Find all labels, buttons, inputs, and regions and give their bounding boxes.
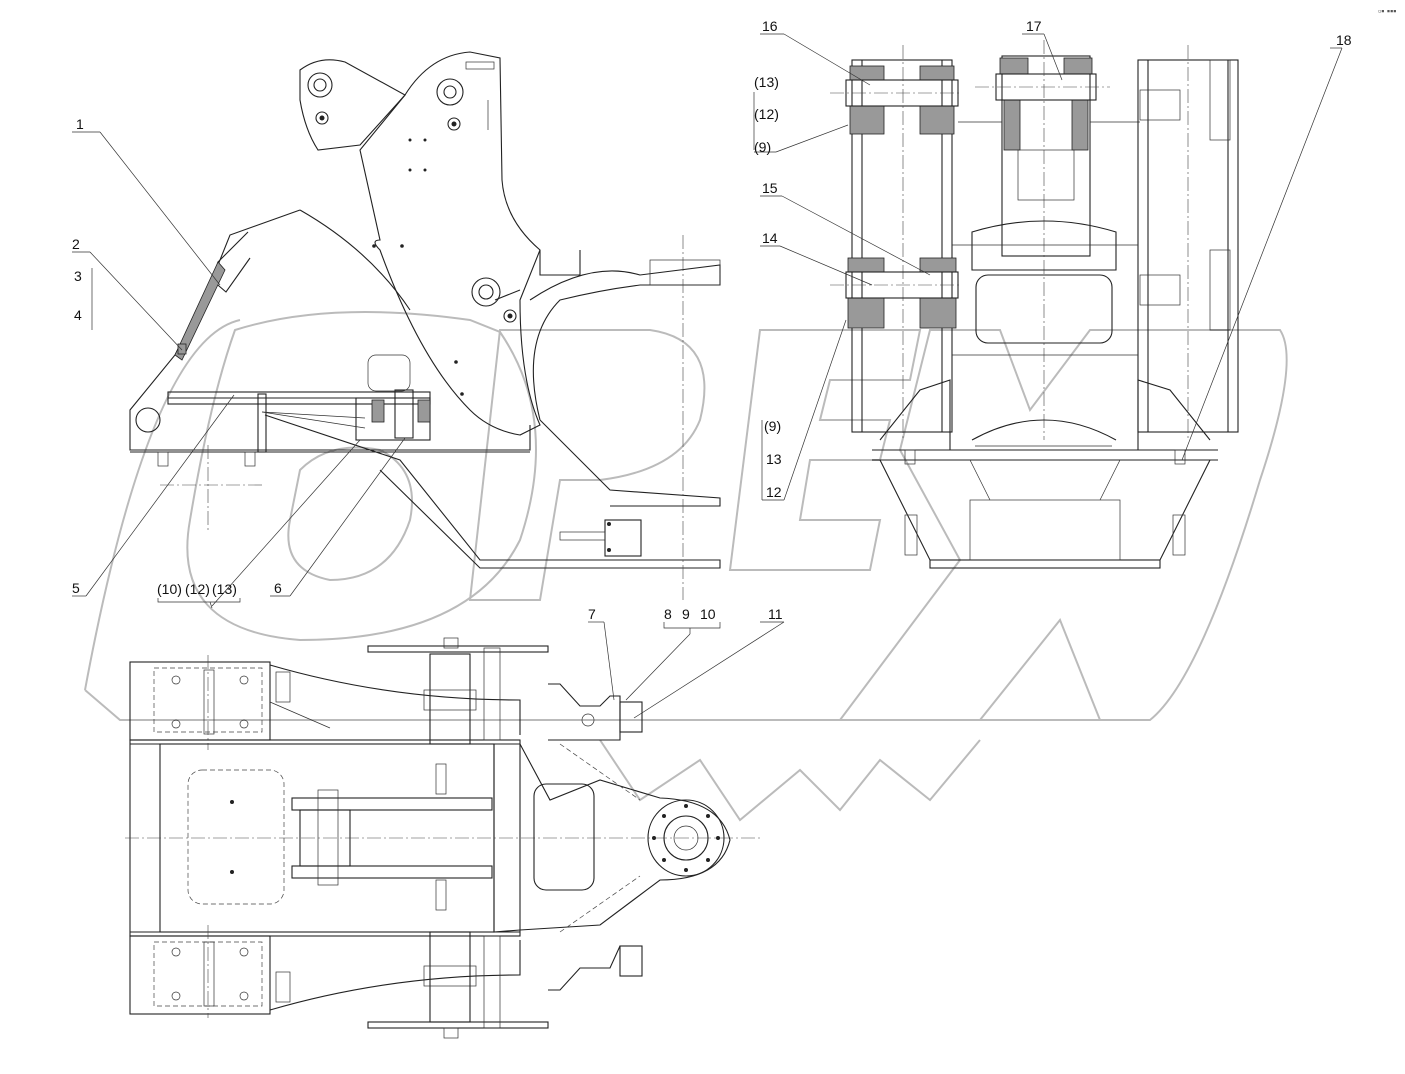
callout-8: 8: [664, 606, 672, 622]
callout-bottom-12: 12: [766, 484, 782, 500]
callout-group-13: (13): [212, 581, 237, 597]
callout-ref-13: (13): [754, 74, 779, 90]
callout-group-10: (10): [157, 581, 182, 597]
callout-2: 2: [72, 236, 80, 252]
callout-17: 17: [1026, 18, 1042, 34]
callout-bottom-9: (9): [764, 418, 781, 434]
plan-view: [125, 637, 760, 1039]
callout-group-12: (12): [185, 581, 210, 597]
side-view: [129, 51, 721, 600]
callout-10: 10: [700, 606, 716, 622]
callout-5: 5: [72, 580, 80, 596]
callout-11: 11: [768, 606, 783, 622]
callout-16: 16: [762, 18, 778, 34]
callout-bottom-13: 13: [766, 451, 782, 467]
front-view: [830, 40, 1239, 569]
callout-4: 4: [74, 307, 82, 323]
callout-ref-12: (12): [754, 106, 779, 122]
callout-7: 7: [588, 606, 596, 622]
callout-ref-9: (9): [754, 139, 771, 155]
callout-18: 18: [1336, 32, 1352, 48]
callout-15: 15: [762, 180, 778, 196]
callout-9: 9: [682, 606, 690, 622]
callout-6: 6: [274, 580, 282, 596]
callout-1: 1: [76, 116, 84, 132]
corner-mark: ▫▪ ▪▪▪: [1378, 6, 1396, 16]
callout-labels: 1 2 3 4 5 6 (10) (12) (13) 7 8 9 10 11 1…: [72, 18, 1352, 622]
side-view-leaders: [72, 131, 406, 609]
callout-14: 14: [762, 230, 778, 246]
plan-view-leaders: [588, 621, 785, 719]
front-view-leaders: [753, 33, 1343, 501]
callout-3: 3: [74, 268, 82, 284]
